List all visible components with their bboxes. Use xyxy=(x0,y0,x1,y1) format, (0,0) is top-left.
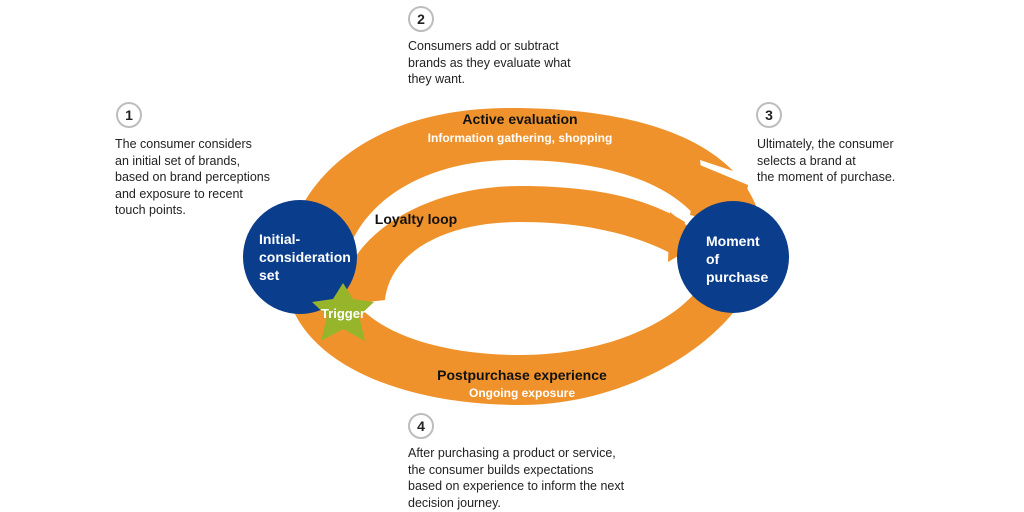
journey-ring xyxy=(285,108,763,405)
trigger-star xyxy=(312,283,374,341)
step-1-badge: 1 xyxy=(116,102,142,128)
trigger-label: Trigger xyxy=(321,306,365,321)
initial-consideration-circle xyxy=(243,200,357,314)
step-1-text: The consumer considers an initial set of… xyxy=(115,137,270,217)
step-3-text: Ultimately, the consumer selects a brand… xyxy=(757,137,896,184)
postpurchase-title: Postpurchase experience xyxy=(437,367,607,383)
active-evaluation-title: Active evaluation xyxy=(462,111,577,127)
active-evaluation-subtitle: Information gathering, shopping xyxy=(428,131,613,145)
step-2-text: Consumers add or subtract brands as they… xyxy=(408,39,571,86)
postpurchase-subtitle: Ongoing exposure xyxy=(469,386,575,400)
step-4-text: After purchasing a product or service, t… xyxy=(408,446,625,510)
moment-of-purchase-label: Moment of purchase xyxy=(706,233,768,285)
step-3-badge: 3 xyxy=(756,102,782,128)
initial-consideration-label: Initial- consideration set xyxy=(259,231,355,283)
loyalty-loop-band xyxy=(340,186,685,305)
step-2-badge: 2 xyxy=(408,6,434,32)
step-4-badge: 4 xyxy=(408,413,434,439)
moment-of-purchase-circle xyxy=(677,201,789,313)
loyalty-loop-label: Loyalty loop xyxy=(375,211,457,227)
